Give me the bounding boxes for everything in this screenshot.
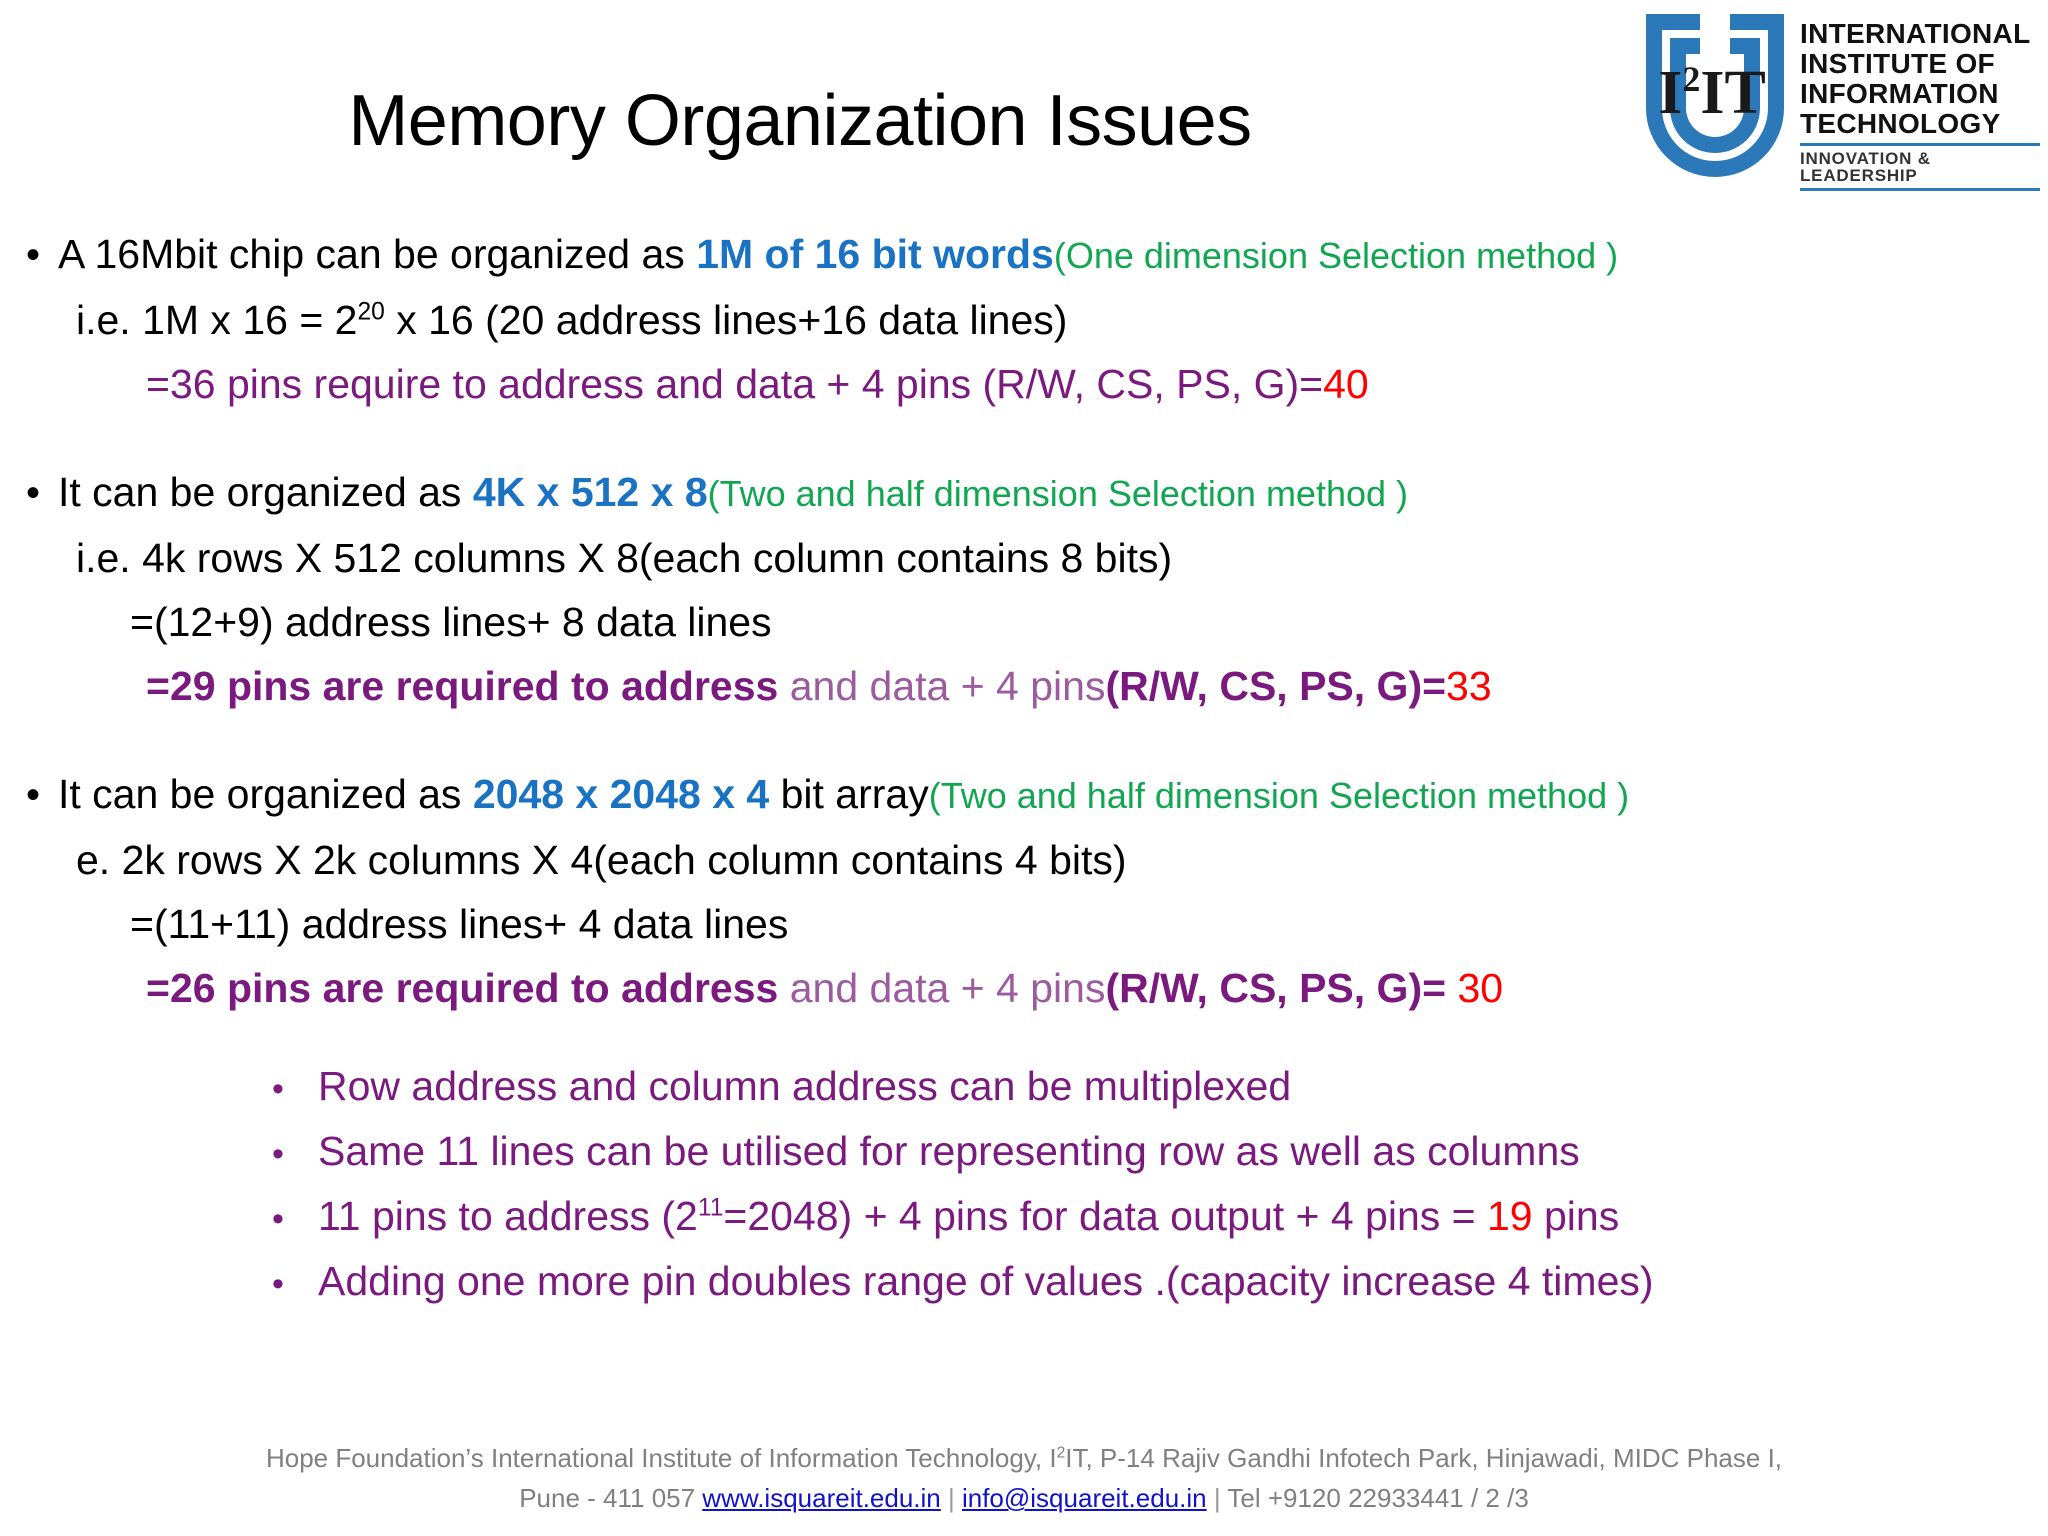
footer-line1-sup: 2: [1056, 1444, 1066, 1462]
bullet-3-result-a: =26 pins are required to address: [146, 965, 779, 1011]
institute-logo: I2IT INTERNATIONAL INSTITUTE OF INFORMAT…: [1640, 8, 2040, 191]
logo-line-1: INTERNATIONAL: [1800, 18, 2031, 49]
bullet-block-1: • A 16Mbit chip can be organized as 1M o…: [0, 222, 2048, 416]
logo-shield-icon: I2IT: [1640, 8, 1790, 178]
bullet-1-line-2: i.e. 1M x 16 = 220 x 16 (20 address line…: [0, 288, 2048, 352]
bullet-1-highlight: 1M of 16 bit words: [696, 231, 1054, 277]
logo-divider-bottom: [1800, 188, 2040, 191]
spacer-1: [0, 416, 2048, 460]
logo-line-2: INSTITUTE OF: [1800, 48, 1995, 79]
bullet-2-result-value: 33: [1446, 663, 1492, 709]
bullet-2-line-3: =(12+9) address lines+ 8 data lines: [130, 599, 772, 645]
bullet-2-text: It can be organized as 4K x 512 x 8(Two …: [58, 460, 1408, 526]
bullet-1-result-text: =36 pins require to address and data + 4…: [146, 361, 1324, 407]
bullet-3-marker: •: [25, 773, 40, 817]
footer-separator-2: |: [1206, 1483, 1228, 1513]
sub-bullet-4: • Adding one more pin doubles range of v…: [272, 1249, 2048, 1314]
logo-line-3: INFORMATION: [1800, 78, 1999, 109]
sub-bullet-3-value: 19: [1487, 1193, 1533, 1239]
bullet-block-3: • It can be organized as 2048 x 2048 x 4…: [0, 762, 2048, 1020]
footer-line1-a: Hope Foundation’s International Institut…: [265, 1443, 1057, 1473]
bullet-2-main-line: • It can be organized as 4K x 512 x 8(Tw…: [0, 460, 2048, 526]
slide-body: • A 16Mbit chip can be organized as 1M o…: [0, 222, 2048, 1314]
bullet-2-result-line: =29 pins are required to address and dat…: [0, 654, 2048, 718]
bullet-1-result-line: =36 pins require to address and data + 4…: [0, 352, 2048, 416]
bullet-1-lead: A 16Mbit chip can be organized as: [58, 231, 697, 277]
sub-bullet-3-marker: •: [272, 1200, 284, 1238]
bullet-3-mid: bit array: [769, 771, 929, 817]
sub-bullet-3: • 11 pins to address (211=2048) + 4 pins…: [272, 1184, 2048, 1249]
sub-bullet-4-text: Adding one more pin doubles range of val…: [318, 1258, 1654, 1304]
bullet-2-highlight: 4K x 512 x 8: [472, 469, 708, 515]
bullet-1-text: A 16Mbit chip can be organized as 1M of …: [58, 222, 1618, 288]
sub-bullet-4-marker: •: [272, 1265, 284, 1303]
bullet-3-line-2: e. 2k rows X 2k columns X 4(each column …: [76, 837, 1127, 883]
sub-bullet-2-marker: •: [272, 1135, 284, 1173]
bullet-3-result-b: and data + 4 pins: [778, 965, 1106, 1011]
logo-tagline: INNOVATION & LEADERSHIP: [1800, 149, 1931, 185]
sub-bullet-3-text: 11 pins to address (211=2048) + 4 pins f…: [318, 1184, 1619, 1249]
bullet-block-2: • It can be organized as 4K x 512 x 8(Tw…: [0, 460, 2048, 718]
bullet-1-note: (One dimension Selection method ): [1053, 235, 1619, 276]
logo-wordmark: INTERNATIONAL INSTITUTE OF INFORMATION T…: [1800, 8, 2040, 191]
bullet-3-result-value: 30: [1457, 965, 1504, 1011]
footer-telephone: Tel +9120 22933441 / 2 /3: [1227, 1483, 1529, 1513]
sub-bullet-list: • Row address and column address can be …: [0, 1054, 2048, 1314]
bullet-2-result-a: =29 pins are required to address: [146, 663, 779, 709]
logo-divider-top: [1800, 143, 2040, 146]
bullet-3-result-c: (R/W, CS, PS, G)=: [1105, 965, 1458, 1011]
bullet-1-line2-post: x 16 (20 address lines+16 data lines): [384, 297, 1068, 343]
bullet-2-line-2: i.e. 4k rows X 512 columns X 8(each colu…: [76, 535, 1173, 581]
bullet-3-lead: It can be organized as: [58, 771, 473, 817]
bullet-2-lead: It can be organized as: [58, 469, 473, 515]
footer-line-2: Pune - 411 057 www.isquareit.edu.in | in…: [0, 1478, 2048, 1518]
sub-bullet-2-text: Same 11 lines can be utilised for repres…: [318, 1128, 1580, 1174]
sub-bullet-1-text: Row address and column address can be mu…: [318, 1063, 1292, 1109]
slide-title: Memory Organization Issues: [348, 81, 1252, 161]
website-link[interactable]: www.isquareit.edu.in: [702, 1483, 941, 1513]
bullet-3-note: (Two and half dimension Selection method…: [928, 775, 1630, 816]
footer-line-1: Hope Foundation’s International Institut…: [0, 1438, 2048, 1478]
bullet-2-note: (Two and half dimension Selection method…: [707, 473, 1409, 514]
bullet-1-main-line: • A 16Mbit chip can be organized as 1M o…: [0, 222, 2048, 288]
sub-bullet-2: • Same 11 lines can be utilised for repr…: [272, 1119, 2048, 1184]
sub-bullet-3-mid: =2048) + 4 pins for data output + 4 pins…: [723, 1193, 1487, 1239]
email-link[interactable]: info@isquareit.edu.in: [961, 1483, 1207, 1513]
sub-bullet-3-exponent: 11: [697, 1194, 724, 1222]
bullet-1-result-value: 40: [1323, 361, 1369, 407]
sub-bullet-1: • Row address and column address can be …: [272, 1054, 2048, 1119]
sub-bullet-3-pre: 11 pins to address (2: [318, 1193, 698, 1239]
logo-line-4: TECHNOLOGY: [1800, 108, 2001, 139]
bullet-3-result-line: =26 pins are required to address and dat…: [0, 956, 2048, 1020]
bullet-2-result-b: and data + 4 pins: [778, 663, 1106, 709]
bullet-1-line2-pre: i.e. 1M x 16 = 2: [76, 297, 358, 343]
bullet-3-text: It can be organized as 2048 x 2048 x 4 b…: [58, 762, 1629, 828]
slide-footer: Hope Foundation’s International Institut…: [0, 1438, 2048, 1518]
footer-separator-1: |: [940, 1483, 962, 1513]
footer-line1-b: IT, P-14 Rajiv Gandhi Infotech Park, Hin…: [1065, 1443, 1783, 1473]
bullet-3-highlight: 2048 x 2048 x 4: [472, 771, 770, 817]
footer-address: Pune - 411 057: [519, 1483, 703, 1513]
bullet-1-exponent: 20: [357, 298, 385, 326]
bullet-2-result-c: (R/W, CS, PS, G)=: [1105, 663, 1447, 709]
bullet-3-main-line: • It can be organized as 2048 x 2048 x 4…: [0, 762, 2048, 828]
bullet-1-marker: •: [25, 233, 40, 277]
bullet-3-line-3: =(11+11) address lines+ 4 data lines: [130, 901, 789, 947]
bullet-2-marker: •: [25, 471, 40, 515]
sub-bullet-1-marker: •: [272, 1070, 284, 1108]
spacer-2: [0, 718, 2048, 762]
svg-text:I2IT: I2IT: [1658, 59, 1766, 127]
sub-bullet-3-post: pins: [1532, 1193, 1620, 1239]
